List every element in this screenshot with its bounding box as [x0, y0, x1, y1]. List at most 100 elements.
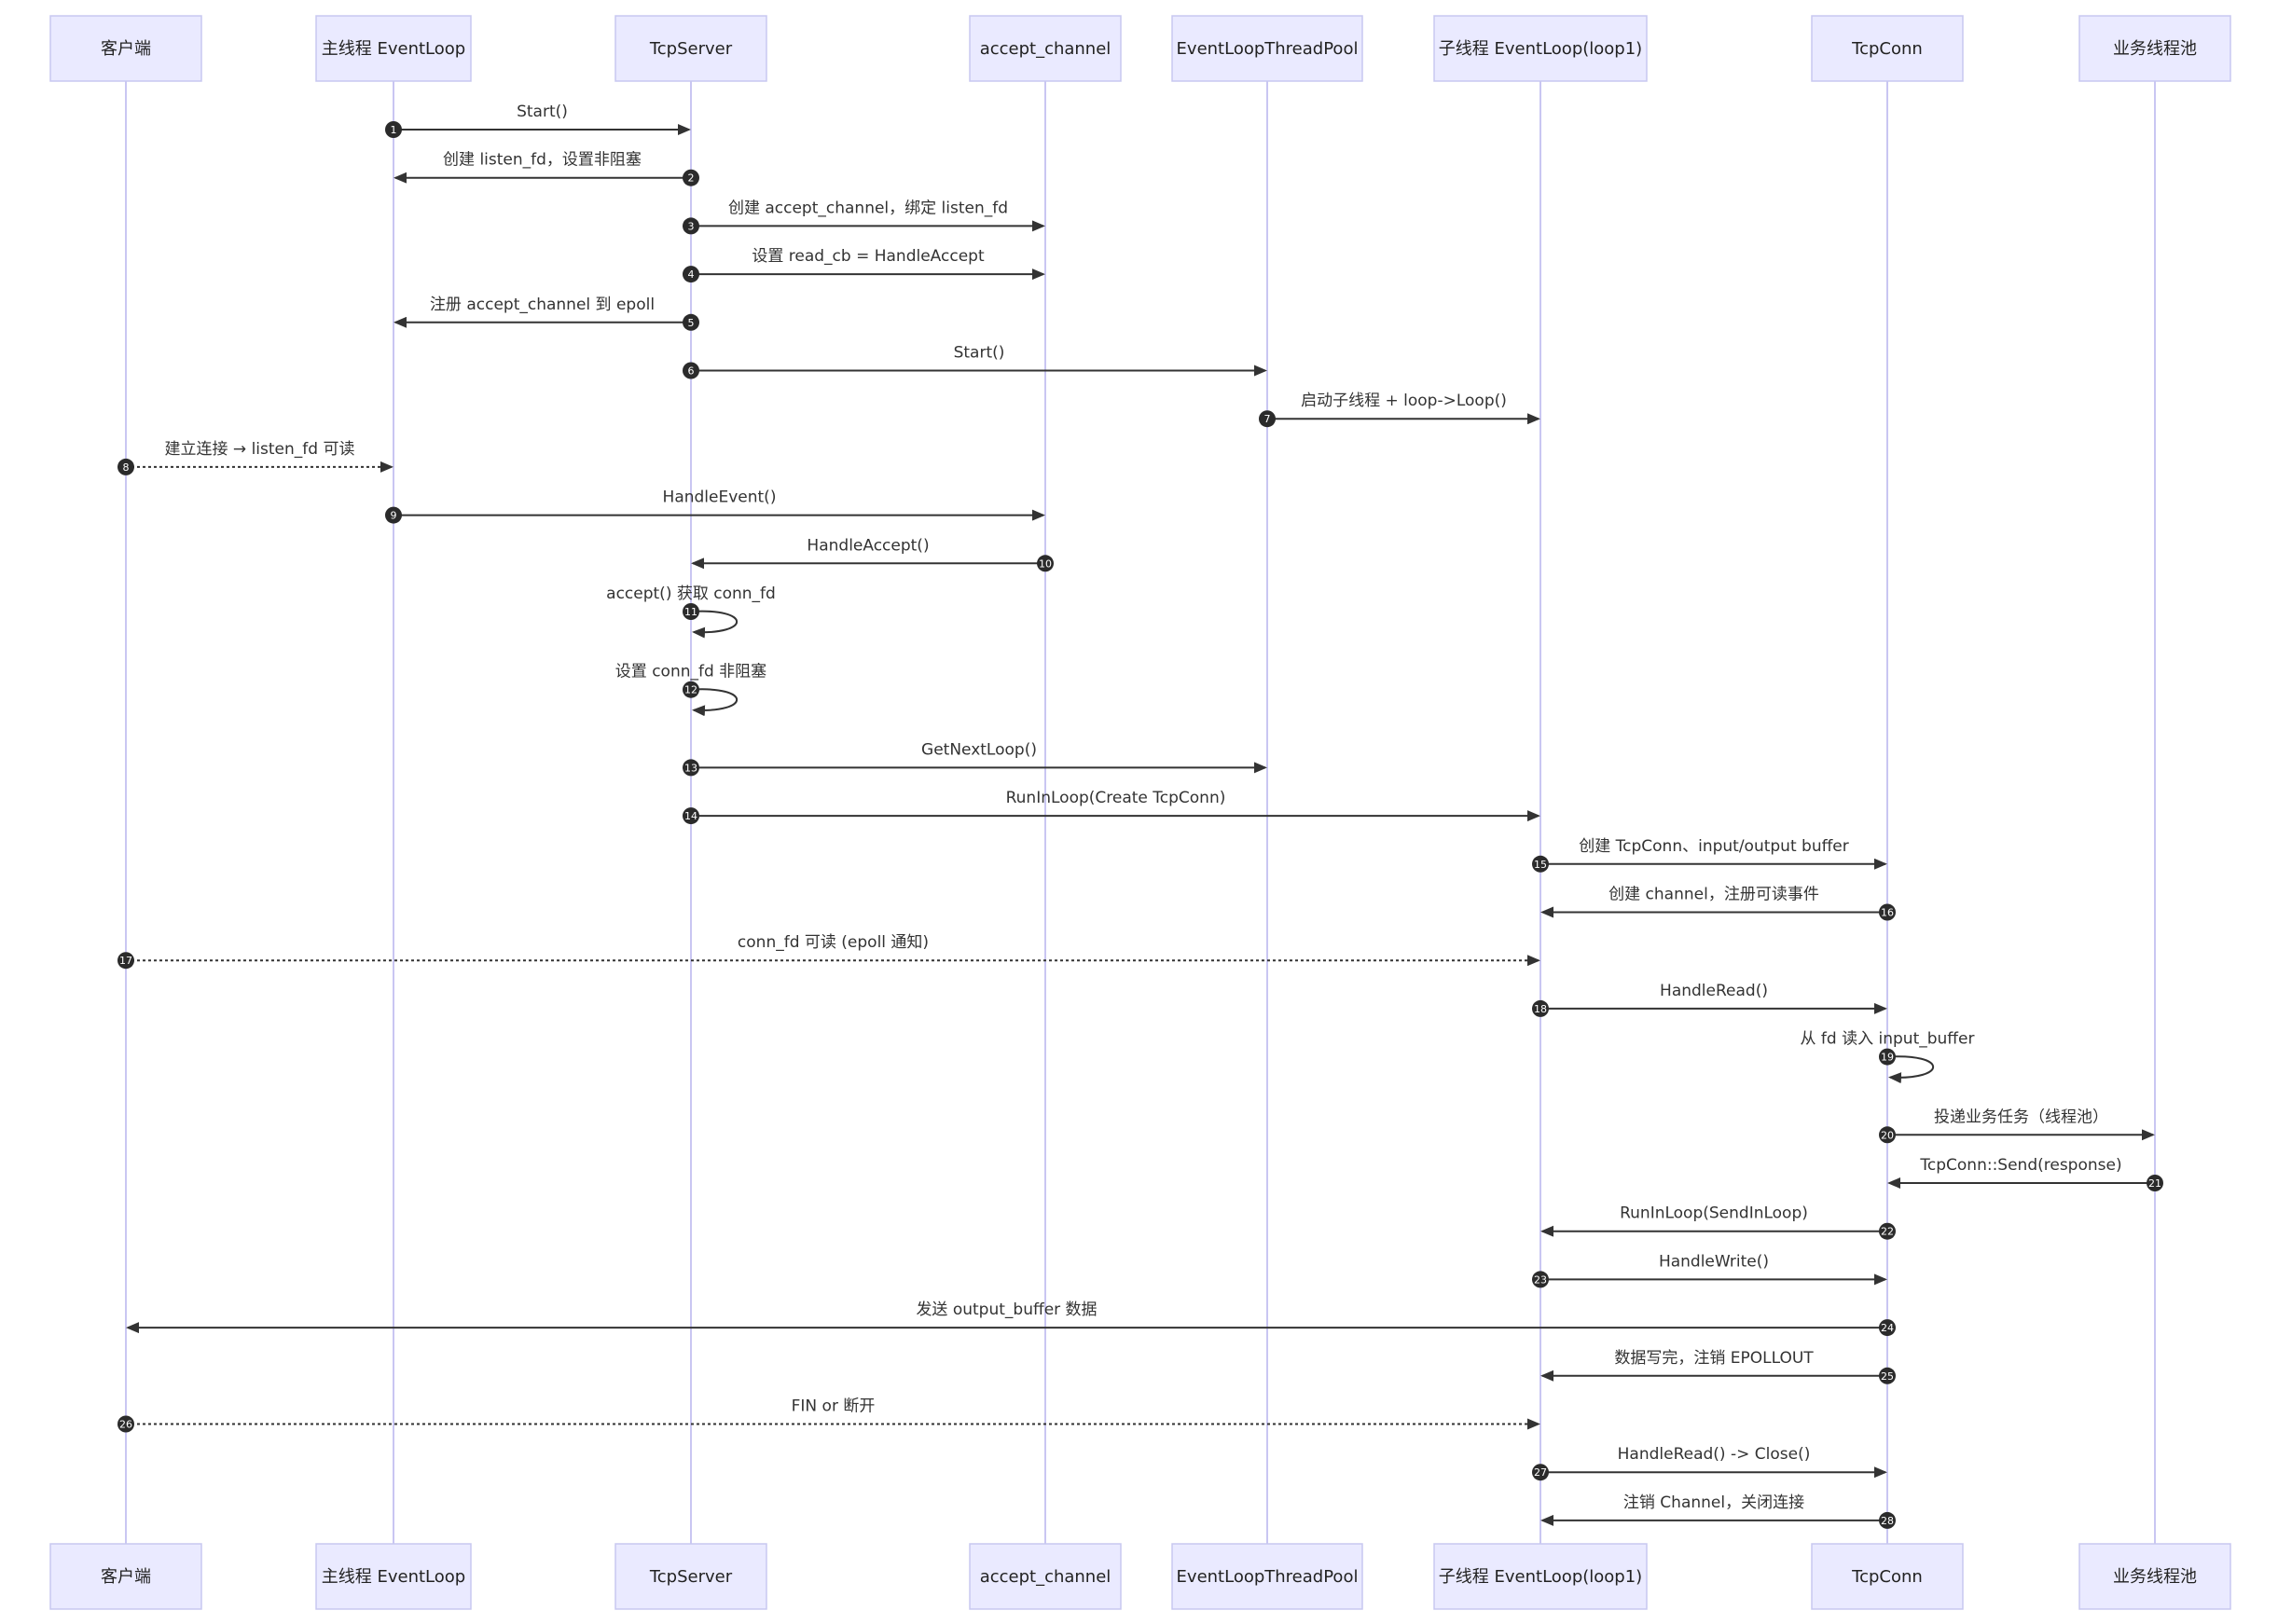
message-label: GetNextLoop() [921, 740, 1037, 759]
sequence-number-badge [1879, 1126, 1896, 1144]
participant-label: 子线程 EventLoop(loop1) [1439, 1567, 1642, 1587]
sequence-number-badge [1879, 903, 1896, 921]
message-22: RunInLoop(SendInLoop)22 [1540, 1204, 1896, 1240]
message-label: 设置 read_cb = HandleAccept [752, 247, 985, 266]
sequence-number: 17 [119, 955, 132, 967]
message-9: HandleEvent() 9 [385, 489, 1045, 524]
sequence-number-badge [683, 313, 699, 331]
message-1: Start()1 [385, 103, 691, 138]
participant-box-shape [49, 15, 202, 82]
participant-box-biz_pool-bottom: 业务线程池 [2078, 1543, 2231, 1610]
message-10: HandleAccept()10 [691, 536, 1054, 572]
sequence-number-badge [683, 681, 699, 698]
participant-label: TcpConn [1851, 39, 1923, 59]
sequence-number-badge [1259, 410, 1276, 428]
message-label: HandleRead() -> Close() [1618, 1445, 1811, 1464]
sequence-number-badge [1037, 555, 1054, 572]
message-6: Start()6 [683, 344, 1267, 379]
sequence-number: 23 [1534, 1273, 1547, 1286]
message-label: 创建 TcpConn、input/output buffer [1579, 837, 1849, 856]
participant-box-sub_loop-top: 子线程 EventLoop(loop1) [1433, 15, 1648, 82]
participant-box-shape [49, 1543, 202, 1610]
message-label: 启动子线程 + loop->Loop() [1301, 392, 1507, 410]
sequence-number-badge [1879, 1222, 1896, 1240]
message-label: 设置 conn_fd 非阻塞 [615, 663, 766, 681]
participant-box-main_loop-bottom: 主线程 EventLoop [315, 1543, 472, 1610]
message-label: HandleAccept() [807, 536, 929, 555]
participant-box-accept_channel-top: accept_channel [969, 15, 1122, 82]
sequence-number: 19 [1881, 1052, 1894, 1064]
message-28: 注销 Channel，关闭连接 28 [1540, 1493, 1896, 1529]
participant-box-tcp_server-top: TcpServer [614, 15, 767, 82]
message-label: HandleWrite() [1659, 1252, 1769, 1271]
participant-label: 主线程 EventLoop [322, 39, 465, 59]
participant-box-accept_channel-bottom: accept_channel [969, 1543, 1122, 1610]
message-20: 投递业务任务（线程池）20 [1879, 1108, 2155, 1144]
message-21: TcpConn::Send(response)21 [1887, 1156, 2163, 1191]
participant-box-sub_loop-bottom: 子线程 EventLoop(loop1) [1433, 1543, 1648, 1610]
sequence-number: 11 [684, 606, 697, 618]
participant-label: EventLoopThreadPool [1177, 1567, 1359, 1587]
sequence-number-badge [117, 458, 134, 475]
sequence-number: 7 [1264, 413, 1271, 425]
participant-box-shape [969, 15, 1122, 82]
message-4: 设置 read_cb = HandleAccept 4 [683, 247, 1045, 283]
sequence-number-badge [683, 169, 699, 186]
participant-label: TcpServer [649, 1567, 733, 1587]
message-label: 创建 channel，注册可读事件 [1608, 886, 1819, 904]
sequence-number: 12 [684, 684, 697, 696]
sequence-number: 25 [1881, 1370, 1894, 1383]
message-18: HandleRead()18 [1532, 982, 1887, 1017]
participant-box-main_loop-top: 主线程 EventLoop [315, 15, 472, 82]
message-label: accept() 获取 conn_fd [606, 585, 776, 603]
message-label: FIN or 断开 [792, 1397, 876, 1416]
sequence-number: 5 [688, 317, 695, 329]
participant-box-shape [969, 1543, 1122, 1610]
sequence-number: 27 [1534, 1466, 1547, 1479]
participant-box-tcp_conn-bottom: TcpConn [1811, 1543, 1964, 1610]
sequence-number: 28 [1881, 1515, 1894, 1527]
message-label: HandleEvent() [663, 489, 777, 507]
sequence-number-badge [683, 759, 699, 777]
message-23: HandleWrite() 23 [1532, 1252, 1887, 1288]
participant-box-shape [2078, 1543, 2231, 1610]
sequence-number-badge [683, 603, 699, 620]
message-label: 发送 output_buffer 数据 [916, 1301, 1097, 1319]
sequence-number: 15 [1534, 859, 1547, 871]
message-label: 建立连接 → listen_fd 可读 [165, 440, 355, 459]
sequence-number-badge [1532, 855, 1549, 873]
message-17: conn_fd 可读 (epoll 通知) 17 [117, 933, 1540, 970]
sequence-number-badge [683, 807, 699, 825]
participant-label: 客户端 [101, 39, 151, 59]
self-message-arrow [690, 610, 738, 639]
sequence-number: 9 [391, 510, 397, 522]
sequence-number-badge [1532, 1271, 1549, 1288]
participant-box-shape [315, 1543, 472, 1610]
message-label: 注销 Channel，关闭连接 [1623, 1493, 1804, 1512]
message-label: 投递业务任务（线程池） [1934, 1108, 2108, 1126]
self-message-arrow [1886, 1055, 1934, 1084]
participant-box-shape [1433, 15, 1648, 82]
sequence-number: 14 [684, 810, 697, 822]
participant-box-shape [315, 15, 472, 82]
sequence-number-badge [1879, 1367, 1896, 1384]
message-label: Start() [517, 103, 568, 121]
message-13: GetNextLoop()13 [683, 740, 1267, 777]
participant-box-shape [1171, 15, 1363, 82]
participant-label: accept_channel [980, 39, 1111, 59]
sequence-number: 4 [688, 268, 695, 281]
message-label: conn_fd 可读 (epoll 通知) [738, 933, 929, 952]
participant-box-shape [2078, 15, 2231, 82]
message-label: HandleRead() [1660, 982, 1768, 1000]
participant-box-shape [614, 1543, 767, 1610]
sequence-number: 21 [2148, 1177, 2161, 1190]
participant-box-shape [1811, 15, 1964, 82]
sequence-number-badge [1532, 1464, 1549, 1481]
sequence-number: 2 [688, 172, 695, 185]
sequence-number: 26 [119, 1419, 132, 1431]
participant-box-shape [1433, 1543, 1648, 1610]
message-label: RunInLoop(Create TcpConn) [1006, 789, 1226, 807]
message-3: 创建 accept_channel，绑定 listen_fd3 [683, 199, 1045, 235]
message-label: TcpConn::Send(response) [1919, 1156, 2121, 1175]
